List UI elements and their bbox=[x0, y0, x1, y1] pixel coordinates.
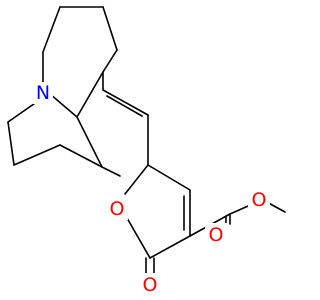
nitrogen-atom-label: N bbox=[36, 82, 50, 104]
bond bbox=[147, 164, 191, 191]
bond bbox=[149, 235, 191, 259]
atom-background bbox=[106, 198, 128, 220]
bond bbox=[76, 116, 103, 168]
atom-label-layer: N O O O O bbox=[33, 82, 270, 296]
atom-background bbox=[139, 273, 161, 295]
bond bbox=[76, 71, 104, 118]
atom-background bbox=[205, 223, 227, 245]
molecule-diagram: N O O O O bbox=[7, 6, 286, 296]
ester-oxygen-label: O bbox=[252, 189, 267, 211]
ring-oxygen-atom-label: O bbox=[110, 198, 125, 220]
bond bbox=[59, 144, 103, 168]
bond bbox=[106, 95, 143, 117]
bond bbox=[124, 164, 149, 195]
lactone-carbonyl-oxygen-label: O bbox=[143, 274, 158, 296]
bond bbox=[126, 217, 151, 259]
atom-background bbox=[33, 82, 53, 104]
bond-layer bbox=[7, 6, 286, 277]
bond bbox=[102, 49, 118, 73]
bond bbox=[13, 144, 61, 166]
bond bbox=[102, 89, 149, 116]
bond bbox=[102, 6, 118, 51]
bond bbox=[49, 93, 78, 118]
ester-carbonyl-oxygen-label: O bbox=[209, 224, 224, 246]
bond bbox=[42, 6, 61, 53]
structure-canvas: N O O O O bbox=[7, 6, 286, 296]
bond bbox=[101, 166, 121, 177]
atom-background bbox=[248, 189, 270, 211]
bond bbox=[7, 121, 15, 166]
